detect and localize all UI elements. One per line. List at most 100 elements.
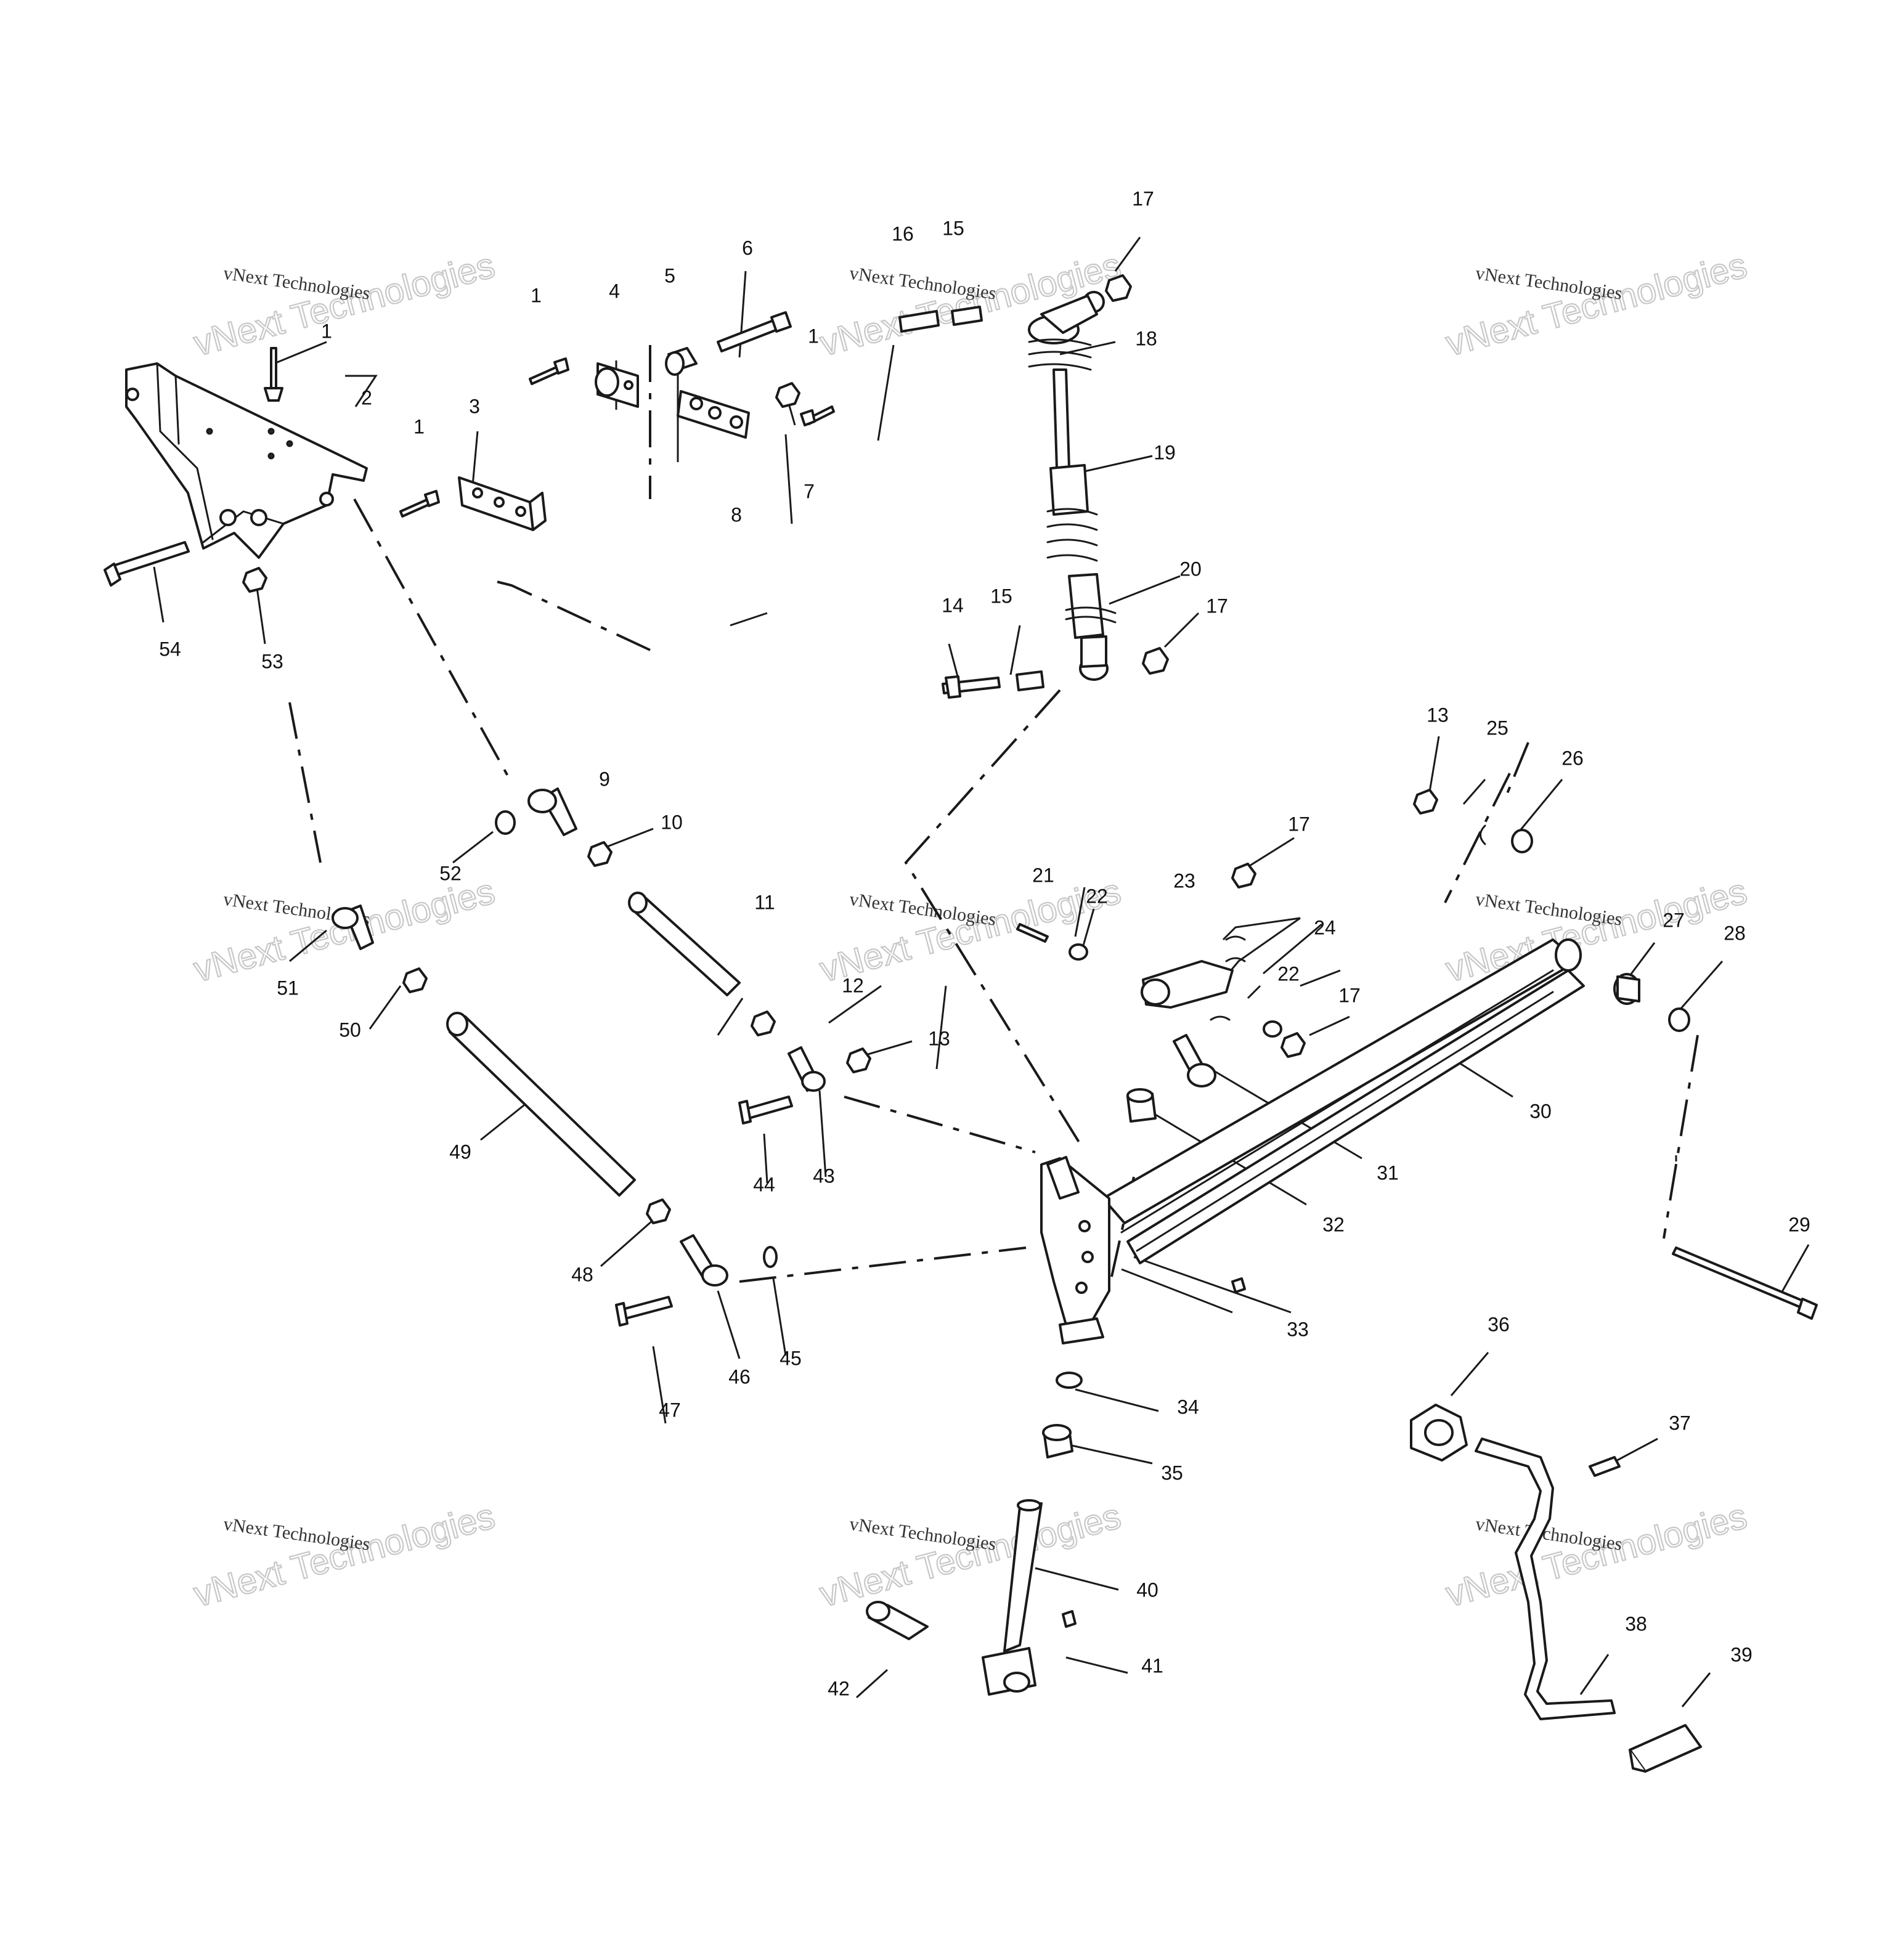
callout-label: 1: [413, 415, 425, 437]
plate-3-part: [458, 476, 547, 531]
callout-label: 54: [159, 638, 181, 660]
callout-label: 21: [1032, 864, 1054, 886]
bolt-29-part: [1672, 1246, 1818, 1320]
callout-label: 7: [804, 480, 815, 502]
plate-8-part: [677, 390, 750, 439]
watermark-outline-text: vNext Technologies: [190, 245, 499, 364]
callout-label: 6: [742, 237, 753, 259]
callout-label: 29: [1788, 1213, 1810, 1235]
callout-label: 47: [659, 1399, 681, 1421]
callout-label: 5: [664, 264, 675, 287]
callout-label: 13: [928, 1027, 950, 1049]
callout-label: 9: [599, 768, 610, 790]
callout-label: 51: [277, 977, 299, 999]
callout-label: 30: [1529, 1100, 1552, 1122]
shock-absorber-part: [1028, 291, 1117, 681]
callout-label: 17: [1338, 984, 1361, 1006]
parts: [104, 274, 1818, 1773]
callout-label: 13: [1427, 704, 1449, 726]
callout-label: 12: [842, 974, 864, 996]
shock-bolts: [898, 306, 1044, 699]
bracket-23-part: [1141, 960, 1234, 1009]
callout-label: 1: [531, 284, 542, 306]
callout-label: 2: [361, 386, 372, 409]
callout-label: 35: [1161, 1462, 1183, 1484]
callout-label: 36: [1488, 1313, 1510, 1335]
ball-joint-part: [1173, 1034, 1216, 1088]
callout-label: 22: [1277, 962, 1300, 985]
plate-4-part: [595, 362, 639, 408]
callout-label: 26: [1561, 747, 1584, 769]
pedal-assembly-part: [1410, 1404, 1702, 1773]
callout-label: 50: [339, 1019, 361, 1041]
callout-label: 20: [1179, 558, 1202, 580]
tubes: [446, 892, 741, 1197]
callout-label: 14: [942, 594, 964, 616]
callout-label: 17: [1132, 187, 1154, 209]
callout-label: 25: [1486, 717, 1508, 739]
callout-label: 41: [1141, 1654, 1163, 1677]
spindle-part: [866, 1499, 1077, 1696]
watermark-outline-text: vNext Technologies: [190, 871, 499, 990]
callout-label: 39: [1730, 1643, 1753, 1665]
callout-label: 37: [1669, 1412, 1691, 1434]
watermark-outline-text: vNext Technologies: [190, 1496, 499, 1615]
callout-label: 10: [661, 811, 683, 833]
callout-label: 31: [1377, 1161, 1399, 1184]
callout-label: 15: [990, 585, 1012, 607]
callout-label: 44: [753, 1173, 775, 1195]
callout-label: 23: [1173, 869, 1195, 892]
callout-label: 3: [469, 395, 480, 417]
callout-label: 16: [892, 222, 914, 245]
callout-label: 24: [1314, 916, 1336, 938]
bolt-6-part: [717, 311, 792, 352]
callout-label: 17: [1288, 813, 1310, 835]
callout-label: 19: [1154, 441, 1176, 463]
clip-25-part: [1480, 824, 1486, 845]
bushing-32-part: [1126, 1088, 1157, 1123]
callout-label: 49: [449, 1141, 471, 1163]
callout-label: 48: [571, 1263, 593, 1285]
washer-45-part: [763, 1246, 778, 1268]
callout-label: 18: [1135, 327, 1157, 349]
rod-ends: [332, 787, 826, 1287]
bearing-26-part: [1511, 829, 1533, 853]
callout-label: 43: [813, 1165, 835, 1187]
washer-22a-part: [1069, 943, 1088, 961]
callout-label: 45: [780, 1347, 802, 1369]
callout-label: 42: [828, 1677, 850, 1699]
washer-22b-part: [1263, 1020, 1282, 1038]
bushing-5-part: [665, 347, 698, 376]
callout-label: 11: [754, 891, 775, 913]
callout-label: 40: [1136, 1579, 1158, 1601]
bracket-part: [125, 362, 368, 559]
callout-label: 1: [321, 320, 332, 342]
watermark-outline-text: vNext Technologies: [1442, 871, 1751, 990]
small-bolts: [264, 347, 835, 518]
callout-label: 46: [728, 1365, 751, 1388]
callout-label: 38: [1625, 1612, 1647, 1635]
watermark-outline-text: vNext Technologies: [1442, 1496, 1751, 1615]
callout-label: 52: [439, 862, 462, 884]
leader-lines: [153, 237, 1810, 1707]
bushing-35-part: [1042, 1424, 1073, 1458]
pins: [615, 1096, 793, 1327]
callout-label: 1: [808, 325, 819, 347]
assembly-lines: [288, 345, 1699, 1288]
callout-label: 34: [1177, 1396, 1199, 1418]
ring-34-part: [1056, 1372, 1083, 1389]
watermark-outline-text: vNext Technologies: [816, 871, 1125, 990]
callout-label: 17: [1206, 595, 1228, 617]
stud-clips: [1016, 923, 1246, 1021]
